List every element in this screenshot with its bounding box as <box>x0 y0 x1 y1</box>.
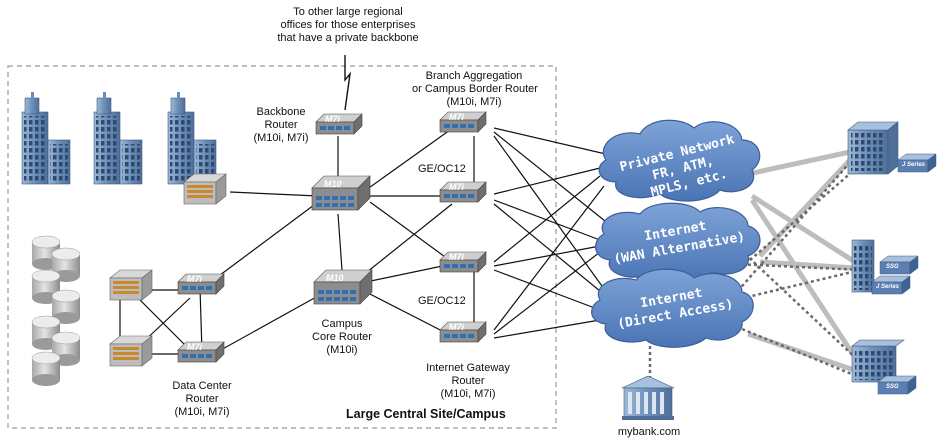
campus-border <box>7 65 557 429</box>
ge-oc12-top-label: GE/OC12 <box>418 163 466 175</box>
label-line: Router <box>451 375 485 387</box>
svg-text:M7i: M7i <box>325 114 341 124</box>
svg-text:M10: M10 <box>326 273 344 283</box>
campus-building-icon <box>93 91 143 185</box>
server-appliance-icon <box>109 269 153 301</box>
campus-building-icon <box>167 91 217 185</box>
offsite-link <box>344 55 352 111</box>
label-line: (M10i, M7i) <box>174 406 230 418</box>
svg-text:M7i: M7i <box>187 274 203 284</box>
svg-text:J Series: J Series <box>902 162 926 168</box>
router-links <box>119 127 613 357</box>
router-icon: M10 <box>313 269 373 305</box>
svg-text:SSG: SSG <box>886 384 899 390</box>
svg-text:M7i: M7i <box>449 252 465 262</box>
bank-building-icon <box>621 375 675 420</box>
router-icon: M7i <box>439 321 487 343</box>
branch-office-icon: SSG J Series <box>851 239 919 295</box>
internet-gateway-router-label: Internet Gateway Router (M10i, M7i) <box>416 362 520 401</box>
label-line: that have a private backbone <box>277 32 419 44</box>
storage-icon <box>31 235 81 387</box>
ge-oc12-bottom-label: GE/OC12 <box>418 295 466 307</box>
svg-text:J Series: J Series <box>876 284 900 290</box>
router-icon: M10 <box>311 175 371 211</box>
branch-office-icon: SSG <box>851 339 917 395</box>
label-line: Branch Aggregation <box>425 70 523 82</box>
backbone-router-label: Backbone Router (M10i, M7i) <box>246 106 316 145</box>
campus-building-icon <box>21 91 71 185</box>
svg-text:M10: M10 <box>324 179 342 189</box>
router-icon: M7i <box>439 251 487 273</box>
label-line: (M10i) <box>326 344 358 356</box>
svg-text:M7i: M7i <box>449 322 465 332</box>
campus-core-router-label: Campus Core Router (M10i) <box>300 318 384 357</box>
label-line: Campus <box>321 318 363 330</box>
cloud-internet-wan: Internet (WAN Alternative) <box>595 202 761 282</box>
router-icon: M7i <box>315 113 363 135</box>
label-line: To other large regional <box>293 6 403 18</box>
label-line: (M10i, M7i) <box>440 388 496 400</box>
label-line: Router <box>264 119 298 131</box>
label-line: Data Center <box>172 380 232 392</box>
branch-aggregation-label: Branch Aggregation or Campus Border Rout… <box>412 70 538 109</box>
cloud-internet-direct: Internet (Direct Access) <box>591 268 754 348</box>
svg-text:M7i: M7i <box>187 342 203 352</box>
server-appliance-icon <box>109 335 153 367</box>
label-line: (M10i, M7i) <box>446 96 502 108</box>
router-icon: M7i <box>177 273 225 295</box>
cloud-private-network: Private Network FR, ATM, MPLS, etc. <box>598 119 761 202</box>
svg-text:SSG: SSG <box>886 264 899 270</box>
site-label: Large Central Site/Campus <box>346 407 506 421</box>
label-line: Backbone <box>256 106 306 118</box>
wan-dotted-links <box>648 159 867 382</box>
svg-text:M7i: M7i <box>449 182 465 192</box>
offsite-note-label: To other large regional offices for thos… <box>268 6 428 45</box>
label-line: offices for those enterprises <box>280 19 416 31</box>
label-line: (M10i, M7i) <box>253 132 309 144</box>
branch-office-icon: J Series <box>847 121 937 175</box>
label-line: Internet Gateway <box>426 362 510 374</box>
mybank-label: mybank.com <box>617 426 681 438</box>
data-center-router-label: Data Center Router (M10i, M7i) <box>160 380 244 419</box>
svg-text:M7i: M7i <box>449 112 465 122</box>
router-icon: M7i <box>439 181 487 203</box>
router-icon: M7i <box>439 111 487 133</box>
router-icon: M7i <box>177 341 225 363</box>
label-line: or Campus Border Router <box>412 83 538 95</box>
label-line: Core Router <box>312 331 372 343</box>
label-line: Router <box>185 393 219 405</box>
server-appliance-icon <box>183 173 227 205</box>
